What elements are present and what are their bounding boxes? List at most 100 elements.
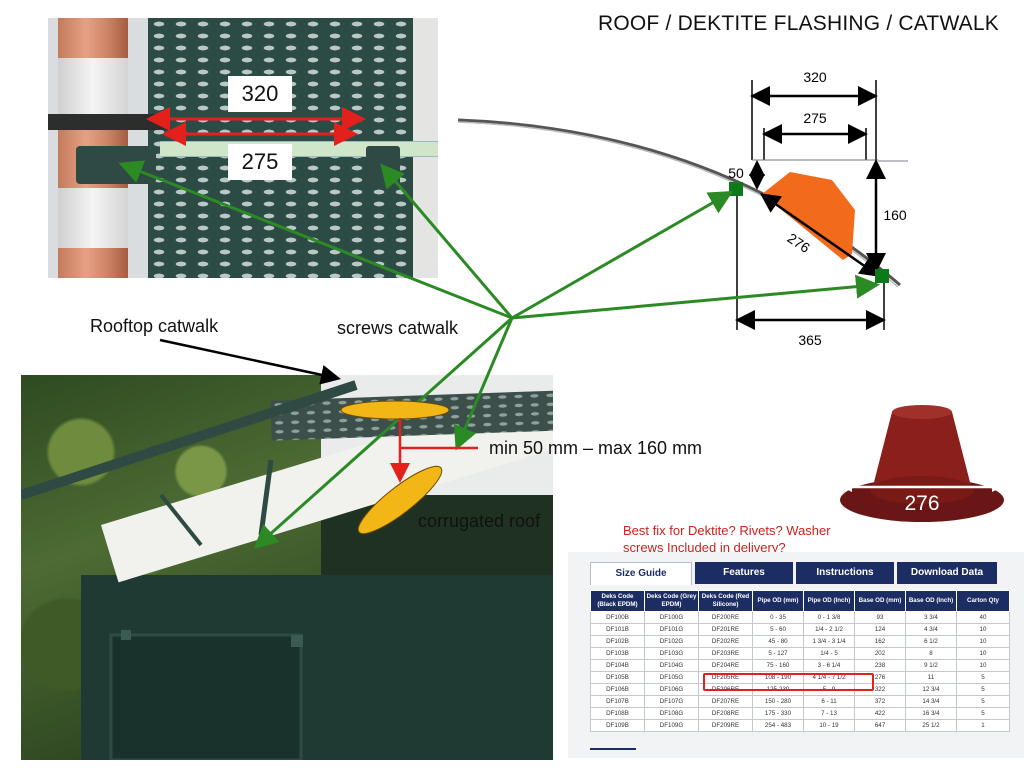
table-cell: DF102G [644, 635, 699, 648]
table-header-cell: Deks Code (Grey EPDM) [644, 590, 699, 612]
question-note: Best fix for Dektite? Rivets? Washer scr… [623, 523, 831, 555]
table-cell: 45 - 80 [752, 635, 804, 648]
table-header-row: Deks Code (Black EPDM)Deks Code (Grey EP… [590, 590, 1010, 612]
table-header-cell: Base OD (Inch) [905, 590, 957, 612]
dim-label-320: 320 [228, 76, 292, 112]
table-cell: 0 - 35 [752, 611, 804, 624]
dektite-flashing-image: 276 [840, 405, 1004, 522]
table-cell: 40 [956, 611, 1010, 624]
flashing-shape [762, 172, 855, 260]
dekt-cone [872, 412, 972, 490]
pipe-wrap [58, 58, 128, 118]
table-cell: 25 1/2 [905, 719, 957, 732]
tab-size-guide[interactable]: Size Guide [590, 562, 692, 585]
table-header-cell: Base OD (mm) [854, 590, 906, 612]
table-cell: 254 - 483 [752, 719, 804, 732]
table-cell: 3 3/4 [905, 611, 957, 624]
table-cell: DF105G [644, 671, 699, 684]
table-cell: DF100G [644, 611, 699, 624]
table-cell: DF200RE [698, 611, 753, 624]
dim-label-275: 275 [228, 144, 292, 180]
table-cell: 16 3/4 [905, 707, 957, 720]
table-cell: 75 - 160 [752, 659, 804, 672]
pipe-strap [48, 114, 168, 130]
screw-marker-right [875, 269, 889, 283]
table-cell: 0 - 1 3/8 [803, 611, 855, 624]
dekt-cone-bottom [870, 476, 974, 504]
table-cell: 10 [956, 647, 1010, 660]
table-cell: DF109G [644, 719, 699, 732]
table-cell: DF109B [590, 719, 645, 732]
table-cell: 238 [854, 659, 906, 672]
table-cell: DF201RE [698, 623, 753, 636]
table-cell: DF107B [590, 695, 645, 708]
tab-download-data-sheet[interactable]: Download Data Sheet [897, 562, 997, 600]
bracket-left [76, 146, 156, 184]
label-screws-catwalk: screws catwalk [337, 318, 459, 338]
table-cell: DF103G [644, 647, 699, 660]
table-cell: 93 [854, 611, 906, 624]
catwalk-brace [159, 493, 203, 547]
dim-text-50: 50 [728, 165, 744, 181]
table-cell: 5 [956, 671, 1010, 684]
table-cell: 1 3/4 - 3 1/4 [803, 635, 855, 648]
table-header-cell: Deks Code (Red Silicone) [698, 590, 753, 612]
catwalk-leg [258, 459, 274, 536]
table-cell: 647 [854, 719, 906, 732]
table-cell: DF100B [590, 611, 645, 624]
table-header-cell: Deks Code (Black EPDM) [590, 590, 645, 612]
table-cell: 10 [956, 635, 1010, 648]
table-cell: 7 - 13 [803, 707, 855, 720]
table-cell: DF202RE [698, 635, 753, 648]
arrow-to-screw-right [511, 274, 880, 320]
table-cell: DF106G [644, 683, 699, 696]
table-cell: DF104B [590, 659, 645, 672]
table-cell: DF108G [644, 707, 699, 720]
table-cell: 5 [956, 707, 1010, 720]
table-header-cell: Pipe OD (mm) [752, 590, 804, 612]
table-cell: DF103B [590, 647, 645, 660]
table-cell: DF207RE [698, 695, 753, 708]
table-cell: 162 [854, 635, 906, 648]
table-cell: 6 1/2 [905, 635, 957, 648]
table-cell: 124 [854, 623, 906, 636]
tab-instructions[interactable]: Instructions [796, 562, 894, 584]
arrow-to-screw-left [511, 191, 734, 320]
tab-underline [590, 748, 636, 750]
table-cell: 9 1/2 [905, 659, 957, 672]
highlight-df205re-row [703, 673, 874, 691]
catwalk-rail [21, 380, 358, 500]
dim-text-275: 275 [803, 110, 827, 126]
bracket-right [366, 146, 400, 186]
table-cell: 11 [905, 671, 957, 684]
table-cell: 422 [854, 707, 906, 720]
dekt-arrow-left [842, 482, 852, 492]
tab-features[interactable]: Features [695, 562, 793, 584]
table-header-cell: Pipe OD (Inch) [803, 590, 855, 612]
dekt-top [892, 405, 952, 419]
dim-text-160: 160 [883, 207, 907, 223]
table-cell: 6 - 11 [803, 695, 855, 708]
table-cell: 14 3/4 [905, 695, 957, 708]
table-cell: 5 - 60 [752, 623, 804, 636]
label-rooftop-catwalk: Rooftop catwalk [90, 316, 219, 336]
table-cell: DF204RE [698, 659, 753, 672]
roof-scene-photo [21, 375, 553, 760]
page-title: ROOF / DEKTITE FLASHING / CATWALK [598, 12, 999, 35]
dim-text-320: 320 [803, 69, 827, 85]
guide-tabs: Size Guide Features Instructions Downloa… [590, 562, 1000, 600]
table-cell: 372 [854, 695, 906, 708]
table-cell: DF102B [590, 635, 645, 648]
dekt-dim-label: 276 [904, 492, 939, 515]
table-cell: 4 3/4 [905, 623, 957, 636]
roof-scene-details [21, 380, 358, 760]
table-cell: DF106B [590, 683, 645, 696]
table-cell: 1 [956, 719, 1010, 732]
table-cell: 5 - 127 [752, 647, 804, 660]
arrow-rooftop-catwalk [159, 338, 341, 385]
table-cell: DF101B [590, 623, 645, 636]
table-cell: 1/4 - 5 [803, 647, 855, 660]
size-guide-table: Deks Code (Black EPDM)Deks Code (Grey EP… [590, 590, 1010, 732]
